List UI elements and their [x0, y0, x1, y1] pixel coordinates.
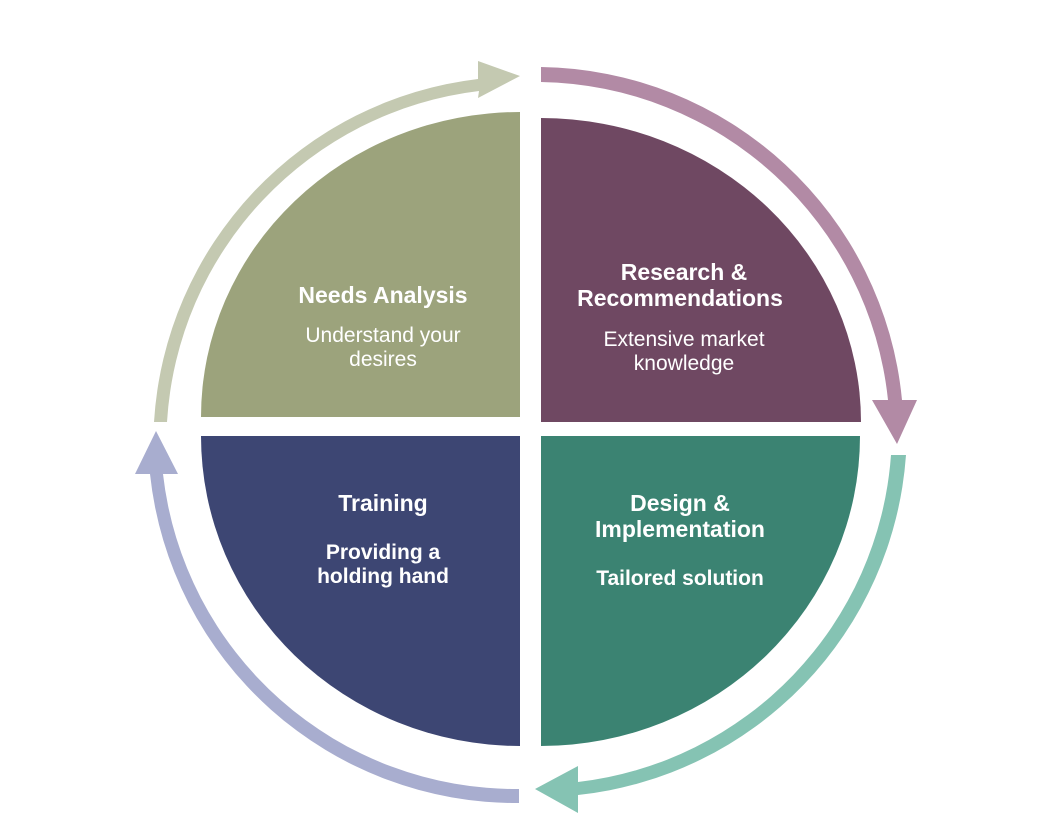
arrow-arc-top-right [541, 67, 917, 444]
training-title: Training [338, 490, 427, 516]
quadrant-research-recommendations: Research & Recommendations Extensive mar… [541, 118, 861, 422]
research-title-line1: Research & [621, 259, 748, 285]
research-subtitle-line1: Extensive market [603, 328, 764, 351]
design-title-line1: Design & [630, 490, 730, 516]
quadrant-training: Training Providing a holding hand [201, 436, 520, 746]
arrow-arc-bottom-right [535, 455, 906, 813]
quadrant-design-shape [541, 436, 860, 746]
cycle-arrows [135, 61, 917, 813]
design-title-line2: Implementation [595, 516, 765, 542]
quadrant-design-implementation: Design & Implementation Tailored solutio… [541, 436, 860, 746]
training-subtitle-line1: Providing a [326, 541, 441, 564]
quadrant-needs-shape [201, 112, 520, 417]
quadrant-needs-analysis: Needs Analysis Understand your desires [201, 112, 520, 417]
research-subtitle-line2: knowledge [634, 352, 734, 375]
needs-analysis-subtitle-line1: Understand your [305, 324, 460, 347]
needs-analysis-title: Needs Analysis [298, 282, 467, 308]
design-subtitle: Tailored solution [596, 567, 764, 590]
arrow-arc-bottom-left [135, 431, 519, 804]
research-title-line2: Recommendations [577, 285, 783, 311]
quadrant-training-shape [201, 436, 520, 746]
training-subtitle-line2: holding hand [317, 565, 449, 588]
quadrant-research-shape [541, 118, 861, 422]
needs-analysis-subtitle-line2: desires [349, 348, 417, 371]
arrow-arc-top-left [154, 61, 520, 422]
